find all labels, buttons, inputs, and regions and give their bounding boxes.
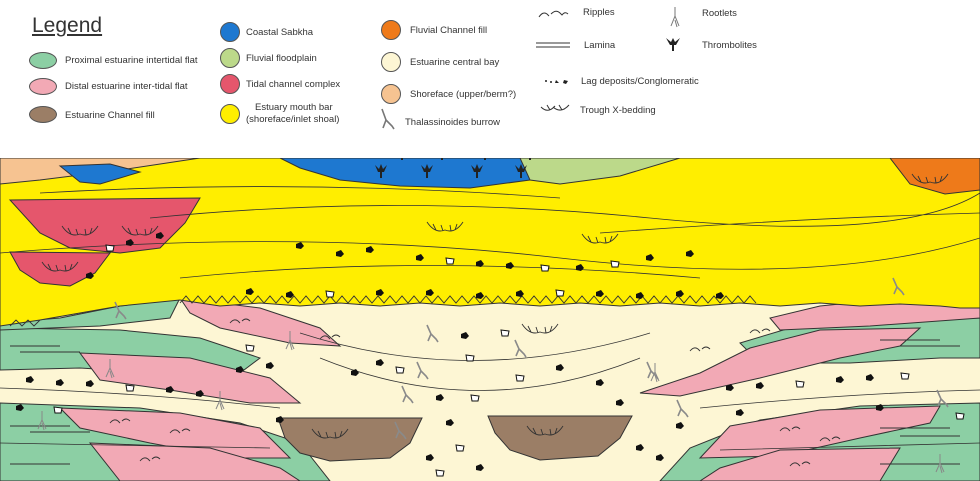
legend-label-central-bay: Estuarine central bay [410,57,499,68]
swatch-estuary-mouth-bar [220,104,240,124]
legend-label-trough: Trough X-bedding [580,105,656,116]
swatch-tidal-channel [220,74,240,94]
ripples-symbol-icon [538,8,570,20]
legend-label-proximal-flat: Proximal estuarine intertidal flat [65,55,198,66]
swatch-coastal-sabkha [220,22,240,42]
legend-label-lamina: Lamina [584,40,615,51]
swatch-fluvial-channel [381,20,401,40]
burrow-symbol-icon [380,108,396,130]
legend-label-tidal-channel: Tidal channel complex [246,79,340,90]
lamina-symbol-icon [535,40,571,50]
legend-label-fluvial-channel: Fluvial Channel fill [410,25,487,36]
legend-label-burrow: Thalassinoides burrow [405,117,500,128]
legend-label-coastal-sabkha: Coastal Sabkha [246,27,313,38]
swatch-central-bay [381,52,401,72]
legend-label-shoreface: Shoreface (upper/berm?) [410,89,516,100]
swatch-fluvial-floodplain [220,48,240,68]
legend: Legend Proximal estuarine intertidal fla… [0,0,980,158]
legend-title: Legend [32,14,102,38]
legend-label-fluvial-floodplain: Fluvial floodplain [246,53,317,64]
legend-label-ripples: Ripples [583,7,615,18]
legend-label-lag: Lag deposits/Conglomeratic [581,76,699,87]
swatch-estuarine-channel [29,106,57,123]
legend-label-thrombolites: Thrombolites [702,40,757,51]
trough-symbol-icon [539,102,575,114]
legend-label-estuary-mouth-bar: Estuary mouth bar [255,102,333,113]
legend-label-estuarine-channel: Estuarine Channel fill [65,110,155,121]
swatch-proximal-flat [29,52,57,69]
thrombolites-symbol-icon [664,35,682,53]
cross-section-diagram [0,158,980,481]
legend-label-rootlets: Rootlets [702,8,737,19]
legend-label-estuary-mouth-bar-sub: (shoreface/inlet shoal) [246,114,339,125]
lag-symbol-icon [543,76,573,86]
rootlets-symbol-icon [668,6,682,28]
swatch-distal-flat [29,78,57,95]
legend-label-distal-flat: Distal estuarine inter-tidal flat [65,81,188,92]
swatch-shoreface [381,84,401,104]
